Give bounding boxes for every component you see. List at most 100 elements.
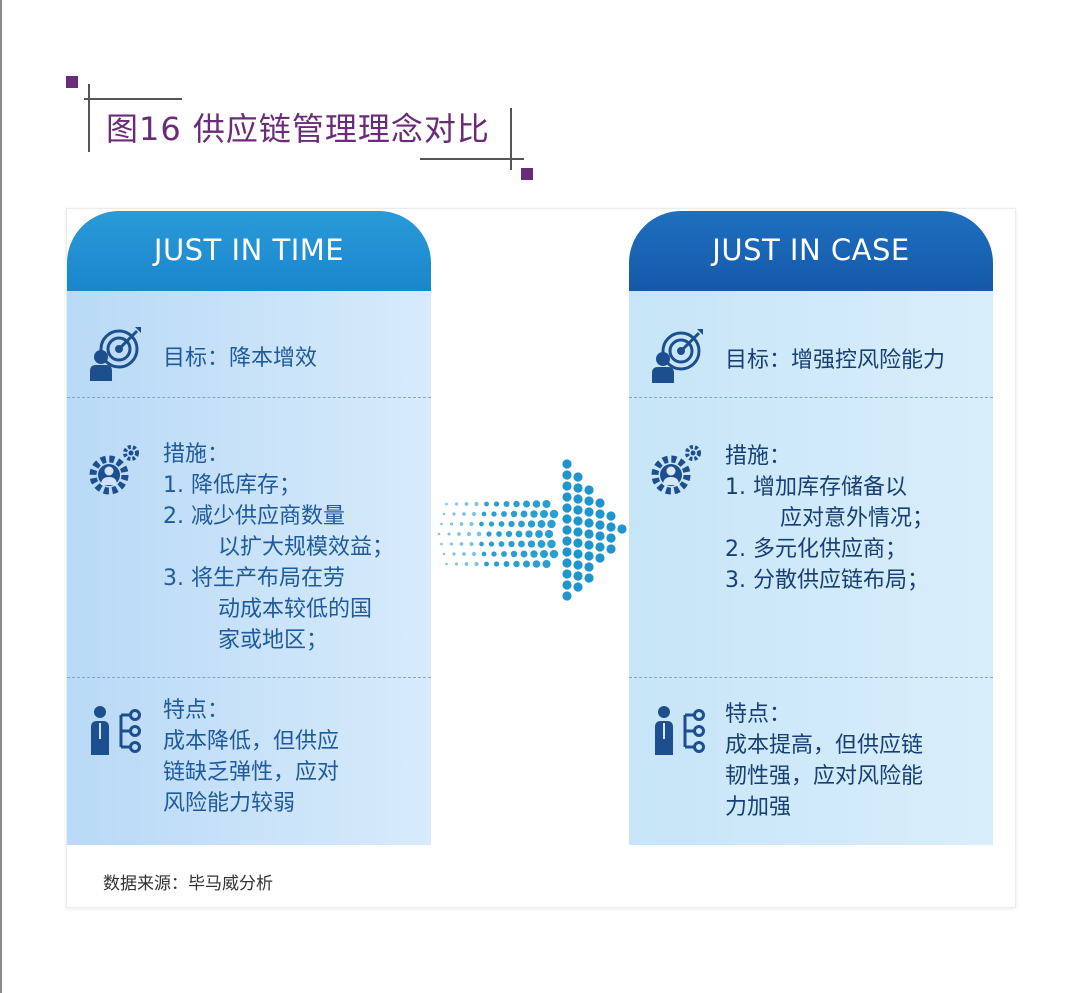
arrow-dot [447,532,451,536]
arrow-dot [501,511,507,517]
arrow-dot [469,541,474,547]
arrow-dot [471,551,477,557]
arrow-dot [562,514,572,524]
arrow-dot [606,511,616,521]
jit-measure-line: 1. 降低库存； [163,473,301,498]
arrow-dot [505,530,513,538]
jit-header: JUST IN TIME [67,211,431,291]
arrow-dot [573,527,583,537]
arrow-dot [464,562,469,566]
arrow-dot [547,519,556,529]
arrow-dot [469,521,474,527]
arrow-dot [481,551,487,557]
jic-measure-line: 2. 多元化供应商； [725,537,907,562]
arrow-dot [522,500,531,508]
arrow-dot [442,512,446,516]
arrow-dot [496,531,502,537]
arrow-dot [452,512,456,516]
arrow-dot [440,542,443,546]
arrow-dot [462,552,466,556]
arrow-dot [454,562,459,566]
arrow-dot [508,520,515,528]
arrow-dot [573,538,583,548]
jit-measure-line: 2. 减少供应商数量 [163,504,345,529]
gear-person-icon [651,445,701,495]
arrow-dot [573,472,583,482]
arrow-dot [584,551,594,561]
arrow-dot [584,507,594,517]
arrow-dot [493,561,500,567]
arrow-dot [464,502,469,506]
jit-measures-label: 措施： [163,442,230,467]
arrow-dot [440,522,443,526]
arrow-dot [562,481,572,491]
hierarchy-person-icon [91,706,141,755]
arrow-dot [584,496,594,506]
jic-feature-line: 成本提高，但供应链 [725,733,924,758]
arrow-dot [518,540,525,548]
arrow-dot [573,516,583,526]
arrow-dot [466,531,472,537]
hierarchy-person-icon [655,706,705,755]
arrow-dot [488,541,495,547]
arrow-dot [562,525,572,535]
jit-goal: 目标：降本增效 [163,346,318,371]
arrow-dot [445,502,448,506]
jic-feature-line: 韧性强，应对风险能 [725,764,924,789]
arrow-dot [595,509,605,519]
arrow-dot [449,542,454,546]
arrow-dot [445,562,448,566]
arrow-dot [562,591,572,601]
jit-body: 目标：降本增效 措施： 1. 降低库存； 2. 减少供应商数量 以扩大规模效益；… [67,291,431,845]
jic-measure-line: 应对意外情况； [759,506,934,531]
arrow-dot [584,573,594,583]
arrow-dot [562,470,572,480]
left-edge [0,0,2,993]
arrow-dot [493,501,500,507]
arrow-dot [481,511,487,517]
jic-feature-line: 力加强 [725,795,792,820]
title-corner-square-bottom [521,168,533,180]
arrow-dot [547,539,556,549]
jic-header: JUST IN CASE [629,211,993,291]
arrow-dot [562,492,572,502]
arrow-dot [573,494,583,504]
arrow-dot [532,560,541,568]
arrow-dot [484,501,489,507]
jit-feature-line: 风险能力较弱 [163,791,296,816]
arrow-dot [522,560,531,568]
jic-column: JUST IN CASE 目标：增强控风险能力 [629,209,993,845]
arrow-dot [562,547,572,557]
title-corner-square-top [66,76,78,88]
arrow-dot [518,520,525,528]
arrow-dot [515,530,523,538]
target-person-icon [652,329,703,383]
arrow-dot [617,524,627,534]
jit-measure-line: 3. 将生产布局在劳 [163,566,345,591]
arrow-dot [459,522,464,526]
arrow-dot [595,520,605,530]
arrow-dot [562,503,572,513]
arrow-dot [491,551,497,557]
arrow-dot [595,531,605,541]
arrow-dot [584,529,594,539]
arrow-dot [525,530,533,538]
arrow-dot [449,522,454,526]
jit-measure-line: 动成本较低的国 [197,597,372,622]
arrow-dot [510,550,518,558]
arrow-dot [488,521,495,527]
jit-header-label: JUST IN TIME [153,233,345,267]
arrow-dot [535,530,543,538]
arrow-dot [442,552,446,556]
arrow-dot [484,561,489,567]
jic-goal: 目标：增强控风险能力 [725,348,946,373]
jit-feature-line: 成本降低，但供应 [163,729,340,754]
arrow-dot [457,532,461,536]
arrow-dot [520,510,528,518]
jit-feature-line: 链缺乏弹性，应对 [163,760,340,785]
arrow-dot [544,529,554,539]
arrow-dot [573,549,583,559]
arrow-dot [520,550,528,558]
arrow-dot [549,549,559,559]
arrow-dot [513,500,520,508]
